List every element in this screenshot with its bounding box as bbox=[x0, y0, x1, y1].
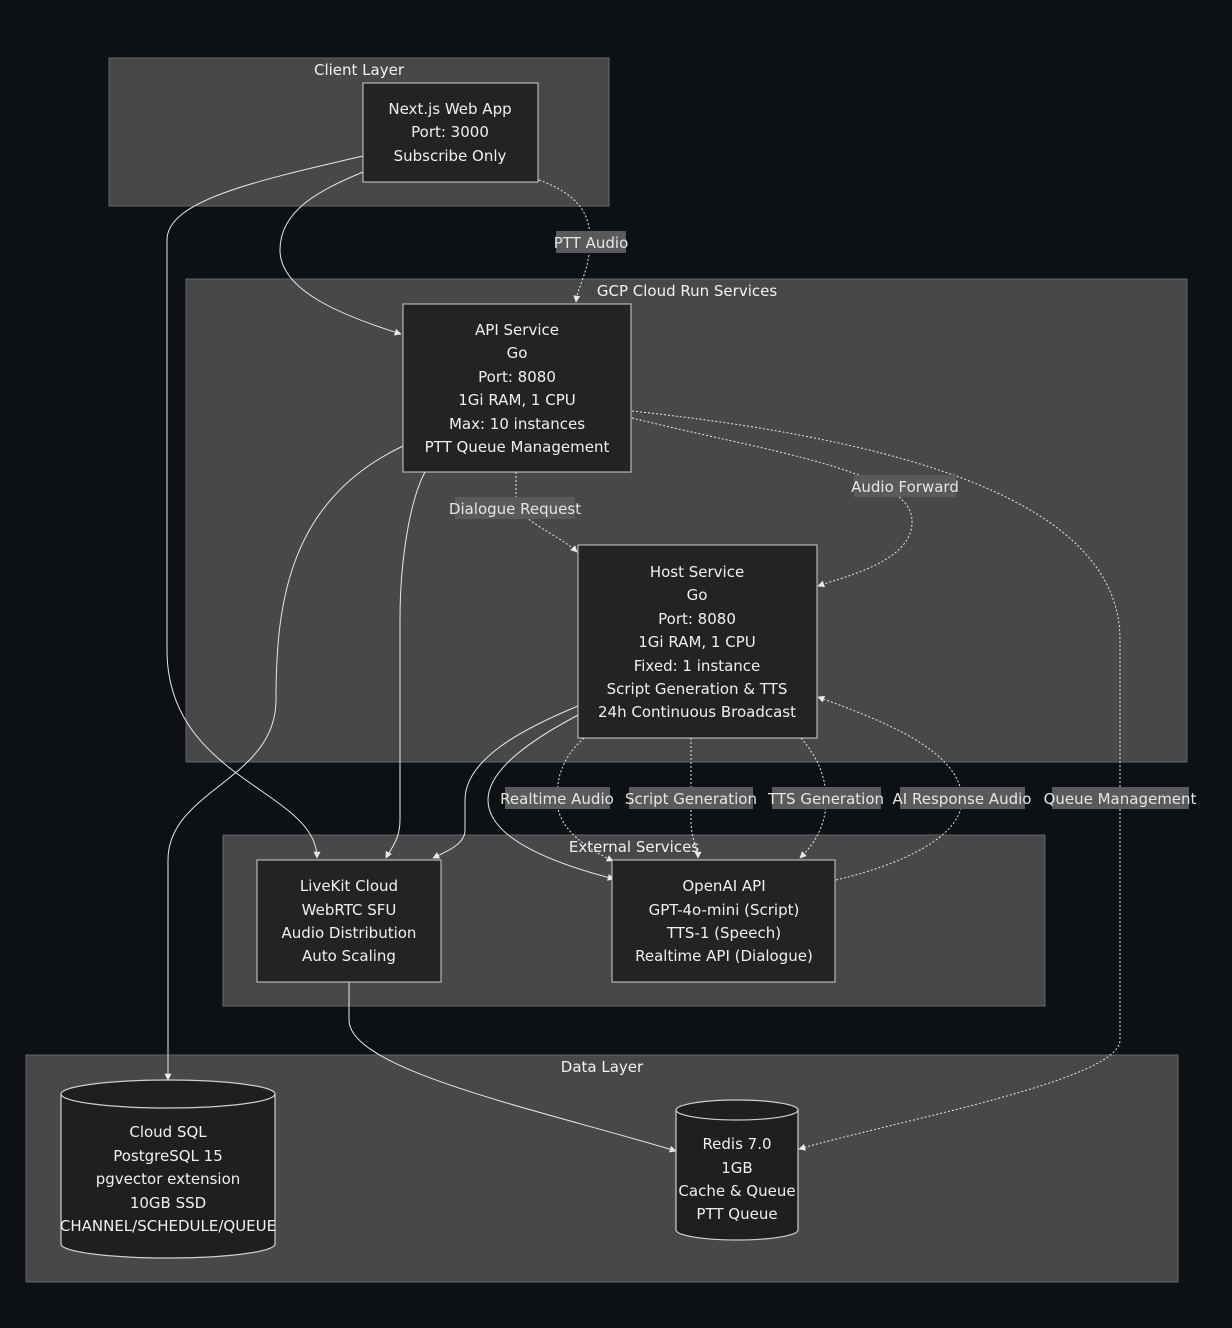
node-redis: Redis 7.0 1GB Cache & Queue PTT Queue bbox=[675, 1099, 799, 1241]
label-audio-forward: Audio Forward bbox=[851, 478, 959, 496]
edge-host-openai bbox=[487, 712, 615, 881]
redis-line-2: 1GB bbox=[721, 1159, 752, 1177]
node-nextjs-web-app: Next.js Web App Port: 3000 Subscribe Onl… bbox=[362, 82, 539, 183]
cluster-title-data: Data Layer bbox=[561, 1058, 644, 1076]
edge-api-redis-queue bbox=[631, 410, 1121, 1151]
livekit-line-4: Auto Scaling bbox=[302, 947, 396, 965]
node-openai-api: OpenAI API GPT-4o-mini (Script) TTS-1 (S… bbox=[611, 859, 836, 983]
edge-nextjs-livekit bbox=[166, 155, 364, 859]
cluster-title-client: Client Layer bbox=[314, 61, 405, 79]
nextjs-line-2: Port: 3000 bbox=[411, 123, 489, 141]
host-line-5: Fixed: 1 instance bbox=[634, 657, 761, 675]
edge-host-livekit bbox=[432, 705, 579, 859]
edge-host-openai-realtime bbox=[556, 737, 614, 862]
label-realtime-audio: Realtime Audio bbox=[500, 790, 614, 808]
livekit-line-3: Audio Distribution bbox=[282, 924, 417, 942]
nextjs-line-3: Subscribe Only bbox=[394, 147, 507, 165]
edge-host-openai-script bbox=[690, 738, 702, 859]
label-script-generation: Script Generation bbox=[625, 790, 757, 808]
host-line-1: Host Service bbox=[650, 563, 744, 581]
cloudsql-line-1: Cloud SQL bbox=[129, 1123, 207, 1141]
node-api-service: API Service Go Port: 8080 1Gi RAM, 1 CPU… bbox=[402, 303, 632, 473]
redis-line-4: PTT Queue bbox=[696, 1205, 777, 1223]
openai-line-3: TTS-1 (Speech) bbox=[666, 924, 781, 942]
api-line-5: Max: 10 instances bbox=[449, 415, 585, 433]
edge-labels: PTT Audio Dialogue Request Audio Forward… bbox=[449, 231, 1197, 809]
redis-line-3: Cache & Queue bbox=[678, 1182, 795, 1200]
livekit-line-1: LiveKit Cloud bbox=[300, 877, 398, 895]
openai-line-1: OpenAI API bbox=[682, 877, 765, 895]
api-line-3: Port: 8080 bbox=[478, 368, 556, 386]
edge-nextjs-api bbox=[279, 171, 402, 336]
cluster-title-external: External Services bbox=[569, 838, 699, 856]
cloudsql-line-4: 10GB SSD bbox=[130, 1194, 206, 1212]
cloudsql-line-5: CHANNEL/SCHEDULE/QUEUE bbox=[60, 1217, 276, 1235]
api-line-4: 1Gi RAM, 1 CPU bbox=[458, 391, 575, 409]
host-line-4: 1Gi RAM, 1 CPU bbox=[638, 633, 755, 651]
host-line-7: 24h Continuous Broadcast bbox=[598, 703, 796, 721]
node-host-service: Host Service Go Port: 8080 1Gi RAM, 1 CP… bbox=[577, 544, 818, 739]
edge-livekit-redis bbox=[348, 982, 677, 1153]
host-line-2: Go bbox=[687, 586, 708, 604]
node-livekit-cloud: LiveKit Cloud WebRTC SFU Audio Distribut… bbox=[256, 859, 442, 983]
api-line-6: PTT Queue Management bbox=[425, 438, 610, 456]
label-tts-generation: TTS Generation bbox=[767, 790, 884, 808]
label-dialogue-request: Dialogue Request bbox=[449, 500, 581, 518]
nextjs-line-1: Next.js Web App bbox=[388, 100, 511, 118]
api-line-1: API Service bbox=[475, 321, 559, 339]
host-line-3: Port: 8080 bbox=[658, 610, 736, 628]
label-queue-management: Queue Management bbox=[1044, 790, 1197, 808]
host-line-6: Script Generation & TTS bbox=[607, 680, 788, 698]
redis-line-1: Redis 7.0 bbox=[702, 1135, 771, 1153]
node-cloud-sql: Cloud SQL PostgreSQL 15 pgvector extensi… bbox=[60, 1079, 276, 1259]
label-ptt-audio: PTT Audio bbox=[554, 234, 629, 252]
cloudsql-line-2: PostgreSQL 15 bbox=[113, 1147, 223, 1165]
cloudsql-line-3: pgvector extension bbox=[96, 1170, 241, 1188]
openai-line-4: Realtime API (Dialogue) bbox=[635, 947, 813, 965]
edge-api-livekit bbox=[385, 471, 426, 859]
livekit-line-2: WebRTC SFU bbox=[302, 901, 397, 919]
openai-line-2: GPT-4o-mini (Script) bbox=[649, 901, 800, 919]
cluster-title-gcp: GCP Cloud Run Services bbox=[597, 282, 777, 300]
api-line-2: Go bbox=[507, 344, 528, 362]
label-ai-response-audio: AI Response Audio bbox=[893, 790, 1032, 808]
edge-api-cloudsql bbox=[164, 445, 404, 1081]
edge-api-host-audio bbox=[631, 417, 913, 588]
